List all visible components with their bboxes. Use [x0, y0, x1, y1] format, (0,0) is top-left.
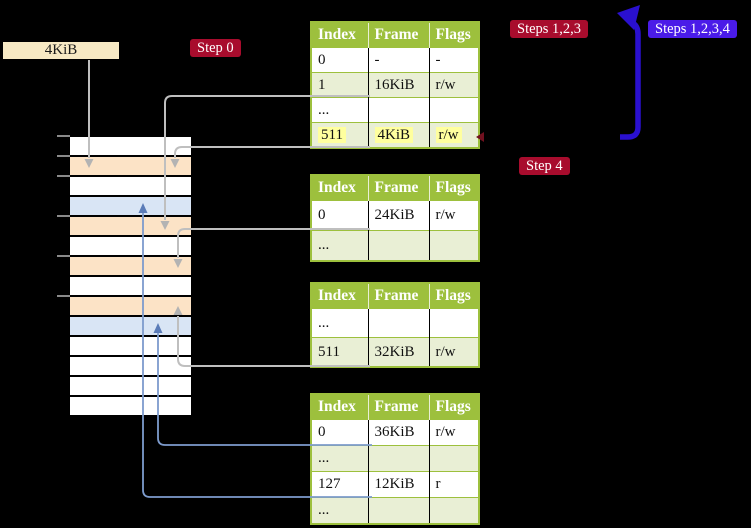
flags-header: Flags: [428, 394, 479, 420]
frame-header: Frame: [367, 394, 429, 420]
index-cell: 0: [318, 207, 326, 223]
step0-badge: Step 0: [190, 39, 241, 57]
memory-frame-row-peach: [70, 215, 191, 235]
memory-tick: [57, 295, 70, 297]
steps1234-badge: Steps 1,2,3,4: [648, 20, 737, 38]
memory-frame-row-peach: [70, 295, 191, 315]
page-table: Index Frame Flags 0 24KiB r/w ...: [310, 174, 480, 262]
index-cell: ...: [318, 314, 330, 331]
flags-header: Flags: [428, 283, 479, 309]
flags-cell: r: [435, 476, 441, 492]
step4-badge: Step 4: [519, 157, 570, 175]
frame-header: Frame: [367, 283, 429, 309]
flags-header: Flags: [428, 175, 479, 201]
index-cell: 1: [318, 76, 326, 93]
frame-cell: -: [374, 51, 380, 68]
table-row: 0 - -: [311, 47, 479, 73]
index-cell: ...: [318, 502, 330, 518]
index-cell: 511: [318, 126, 346, 143]
frame-cell: 4KiB: [374, 126, 414, 143]
memory-frame-row-peach: [70, 255, 191, 275]
steps123-badge: Steps 1,2,3: [510, 20, 589, 38]
memory-frame-row-white: [70, 175, 191, 195]
page-size-label: 4KiB: [3, 42, 119, 59]
index-header: Index: [311, 394, 368, 420]
frame-cell: 16KiB: [374, 76, 415, 93]
table-row: 0 36KiB r/w: [311, 419, 479, 446]
memory-tick: [57, 255, 70, 257]
index-cell: 0: [318, 424, 326, 440]
table-header-row: Index Frame Flags: [311, 175, 479, 201]
memory-frame-row-white: [70, 275, 191, 295]
flags-header: Flags: [428, 22, 479, 48]
flags-cell: r/w: [435, 343, 456, 360]
memory-frame-row-blue: [70, 315, 191, 335]
table-row: ...: [311, 97, 479, 123]
memory-tick: [57, 135, 70, 137]
index-header: Index: [311, 22, 368, 48]
page-table: Index Frame Flags ... 511 32KiB r/w: [310, 282, 480, 368]
index-cell: 511: [318, 343, 340, 360]
index-header: Index: [311, 175, 368, 201]
index-cell: 127: [318, 476, 341, 492]
flags-cell: r/w: [435, 76, 456, 93]
flags-cell: r/w: [435, 126, 462, 143]
table-header-row: Index Frame Flags: [311, 283, 479, 309]
flags-cell: -: [435, 51, 441, 68]
table-row: ...: [311, 308, 479, 338]
index-cell: 0: [318, 51, 326, 68]
table-row: 0 24KiB r/w: [311, 200, 479, 231]
index-cell: ...: [318, 450, 330, 466]
frame-cell: 32KiB: [374, 343, 415, 360]
memory-frame-row-white: [70, 395, 191, 417]
memory-frame-row-white: [70, 135, 191, 155]
table-header-row: Index Frame Flags: [311, 22, 479, 48]
memory-frame-row-white: [70, 335, 191, 355]
memory-frame-row-white: [70, 235, 191, 255]
table-row: ...: [311, 497, 479, 524]
flags-cell: r/w: [435, 207, 456, 223]
frame-cell: 36KiB: [374, 424, 415, 440]
frame-cell: 12KiB: [374, 476, 415, 492]
frame-cell: 24KiB: [374, 207, 415, 223]
index-cell: ...: [318, 237, 330, 253]
flags-cell: r/w: [435, 424, 456, 440]
memory-column: [70, 135, 191, 417]
frame-header: Frame: [367, 175, 429, 201]
index-cell: ...: [318, 101, 330, 118]
memory-tick: [57, 155, 70, 157]
memory-tick: [57, 175, 70, 177]
table-row: ...: [311, 445, 479, 472]
steps-loop-arrow: [617, 5, 641, 140]
table-row: 511 32KiB r/w: [311, 337, 479, 367]
table-row: 511 4KiB r/w: [311, 122, 479, 148]
memory-frame-row-peach: [70, 155, 191, 175]
memory-tick: [57, 215, 70, 217]
memory-frame-row-blue: [70, 195, 191, 215]
memory-frame-row-white: [70, 355, 191, 375]
memory-frame-row-white: [70, 375, 191, 395]
table-row: ...: [311, 230, 479, 261]
page-table: Index Frame Flags 0 36KiB r/w ... 127 12…: [310, 393, 480, 525]
table-header-row: Index Frame Flags: [311, 394, 479, 420]
frame-header: Frame: [367, 22, 429, 48]
index-header: Index: [311, 283, 368, 309]
page-table: Index Frame Flags 0 - - 1 16KiB r/w ... …: [310, 21, 480, 149]
table-row: 127 12KiB r: [311, 471, 479, 498]
table-row: 1 16KiB r/w: [311, 72, 479, 98]
